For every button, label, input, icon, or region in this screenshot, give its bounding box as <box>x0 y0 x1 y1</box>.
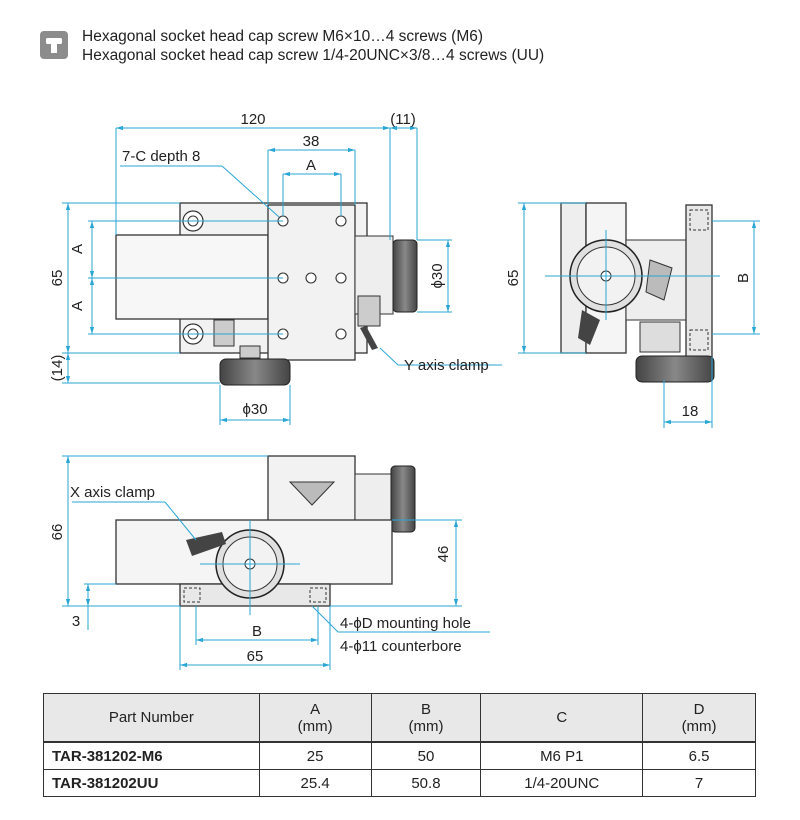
side-view-dimensions <box>518 202 760 428</box>
side-view <box>560 202 715 383</box>
label-7c-depth: 7-C depth 8 <box>122 148 200 165</box>
dim-65-left: 65 <box>49 270 66 287</box>
col-part-number: Part Number <box>43 693 260 743</box>
header: Hexagonal socket head cap screw M6×10…4 … <box>40 26 780 70</box>
cell-c: 1/4-20UNC <box>480 769 644 797</box>
cell-d: 6.5 <box>642 741 756 770</box>
cell-b: 50 <box>370 741 482 770</box>
dim-38: 38 <box>303 133 320 150</box>
screw-icon <box>40 31 68 59</box>
header-line-m6: Hexagonal socket head cap screw M6×10…4 … <box>82 28 484 45</box>
dim-46: 46 <box>435 546 452 563</box>
dim-120: 120 <box>240 111 265 128</box>
technical-drawing: 120 (11) 38 A 7-C depth 8 65 A A (14) ϕ3… <box>49 111 760 670</box>
table-row: TAR-381202UU 25.4 50.8 1/4-20UNC 7 <box>43 769 756 797</box>
top-view <box>115 202 418 386</box>
dim-11: (11) <box>390 111 416 128</box>
cell-part-number: TAR-381202-M6 <box>43 741 260 770</box>
cell-a: 25.4 <box>258 769 372 797</box>
label-x-axis-clamp: X axis clamp <box>70 484 155 501</box>
front-view <box>115 455 416 607</box>
dim-a-2: A <box>69 301 86 311</box>
dim-65-side: 65 <box>505 270 522 287</box>
dim-b-side: B <box>735 273 752 283</box>
dim-phi30-right: ϕ30 <box>429 263 446 288</box>
dim-65-front: 65 <box>247 648 264 665</box>
dim-phi30-bottom: ϕ30 <box>242 401 267 418</box>
label-counterbore: 4-ϕ11 counterbore <box>340 638 462 655</box>
cell-a: 25 <box>258 741 372 770</box>
col-c: C <box>480 693 644 743</box>
dim-3: 3 <box>72 613 80 630</box>
col-d: D(mm) <box>642 693 756 743</box>
col-a: A(mm) <box>258 693 372 743</box>
front-view-dimensions <box>62 455 490 670</box>
cell-b: 50.8 <box>370 769 482 797</box>
dim-a-top: A <box>306 157 316 174</box>
cell-d: 7 <box>642 769 756 797</box>
dim-66: 66 <box>49 524 66 541</box>
table-row: TAR-381202-M6 25 50 M6 P1 6.5 <box>43 741 756 770</box>
spec-table: Part Number A(mm) B(mm) C D(mm) TAR-3812… <box>43 693 756 797</box>
col-b: B(mm) <box>370 693 482 743</box>
dim-18: 18 <box>682 403 699 420</box>
label-y-axis-clamp: Y axis clamp <box>404 357 489 374</box>
label-mounting-hole: 4-ϕD mounting hole <box>340 615 471 632</box>
cell-part-number: TAR-381202UU <box>43 769 260 797</box>
table-header-row: Part Number A(mm) B(mm) C D(mm) <box>43 693 756 743</box>
top-view-dimensions <box>62 125 502 425</box>
cell-c: M6 P1 <box>480 741 644 770</box>
dim-b-front: B <box>252 623 262 640</box>
dim-14: (14) <box>49 355 66 382</box>
header-line-uu: Hexagonal socket head cap screw 1/4-20UN… <box>82 47 545 64</box>
dim-a-1: A <box>69 244 86 254</box>
